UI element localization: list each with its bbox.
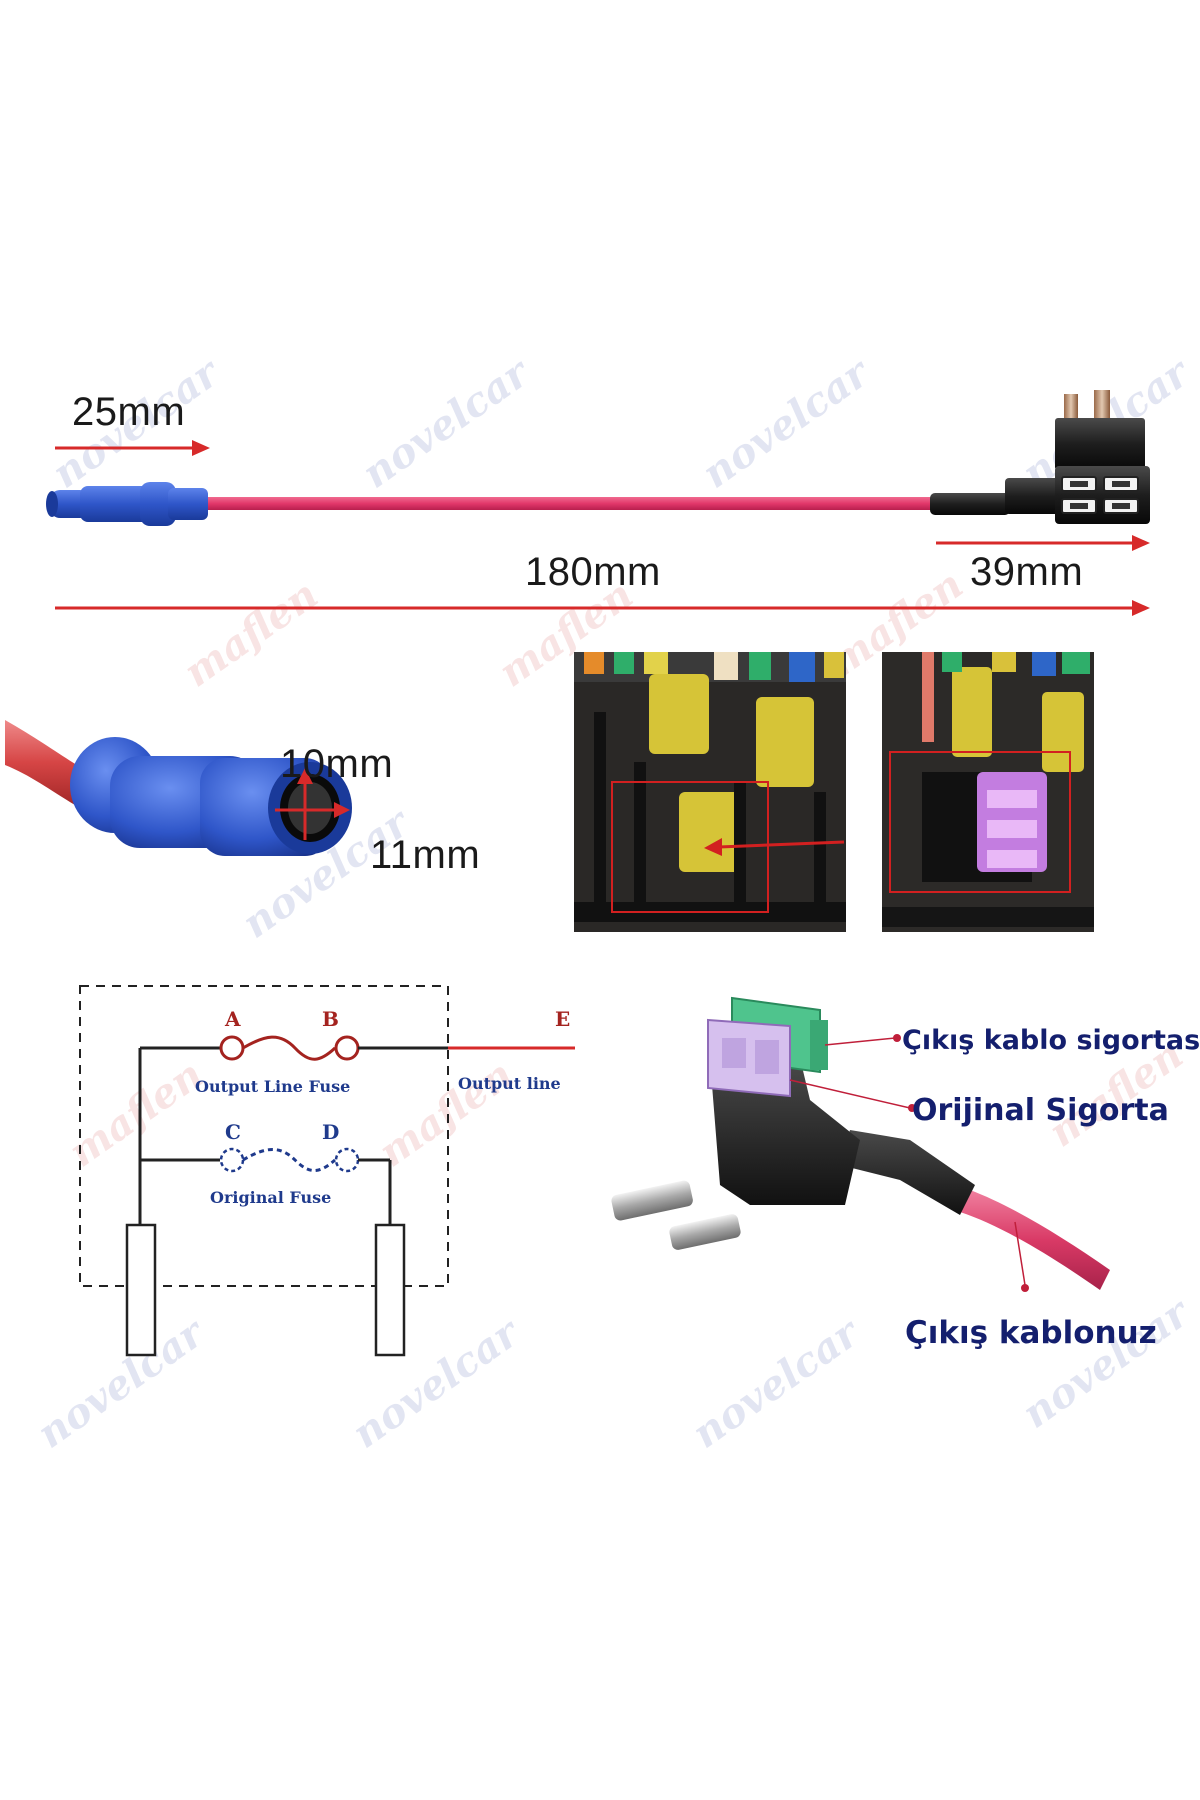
holder-body [710,1058,860,1205]
label-point-e: E [555,1007,571,1031]
schematic-drawing [79,985,575,1357]
label-point-c: C [225,1120,241,1144]
terminal-d [334,1147,360,1173]
heat-shrink [930,493,1010,515]
fuse-tap-holder [1005,390,1150,524]
original-fuse-symbol [242,1148,336,1172]
label-point-a: A [225,1007,241,1031]
terminal-c [219,1147,245,1173]
blade-right [669,1214,741,1250]
arrowhead [297,768,313,784]
label-point-b: B [322,1007,339,1031]
dimension-label-25mm: 25mm [72,390,186,434]
fuse-box-photo-before [574,652,846,932]
dashed-enclosure [79,985,449,1287]
dimension-label-10mm: 10mm [280,742,394,786]
terminal-a [219,1035,245,1061]
red-wire [200,497,940,510]
output-line-fuse-symbol [242,1035,337,1061]
fuse-tap-cable-illustration [46,390,1150,616]
left-blade-terminal [125,1223,157,1357]
dimension-label-11mm: 11mm [370,833,481,877]
dimension-label-39mm: 39mm [970,550,1084,594]
callout-original-fuse: Orijinal Sigorta [912,1093,1169,1128]
arrowhead [192,440,210,456]
label-output-line-fuse: Output Line Fuse [195,1077,351,1096]
label-output-line: Output line [458,1074,561,1093]
callout-output-cable: Çıkış kablonuz [905,1315,1157,1351]
label-original-fuse: Original Fuse [210,1188,332,1207]
arrowhead [1132,535,1150,551]
blue-bullet-connector [46,482,208,526]
callout-output-cable-fuse: Çıkış kablo sigortası [902,1025,1200,1056]
right-blade-terminal [374,1223,406,1357]
connector-closeup-illustration [5,720,352,856]
fuse-box-photo-after [882,652,1094,932]
fuse-tap-3d-illustration [611,996,1110,1292]
label-point-d: D [322,1120,340,1144]
arrowhead [334,802,350,818]
terminal-b [334,1035,360,1061]
blade-left [611,1180,693,1221]
arrowhead [1132,600,1150,616]
dimension-label-180mm: 180mm [525,550,661,594]
